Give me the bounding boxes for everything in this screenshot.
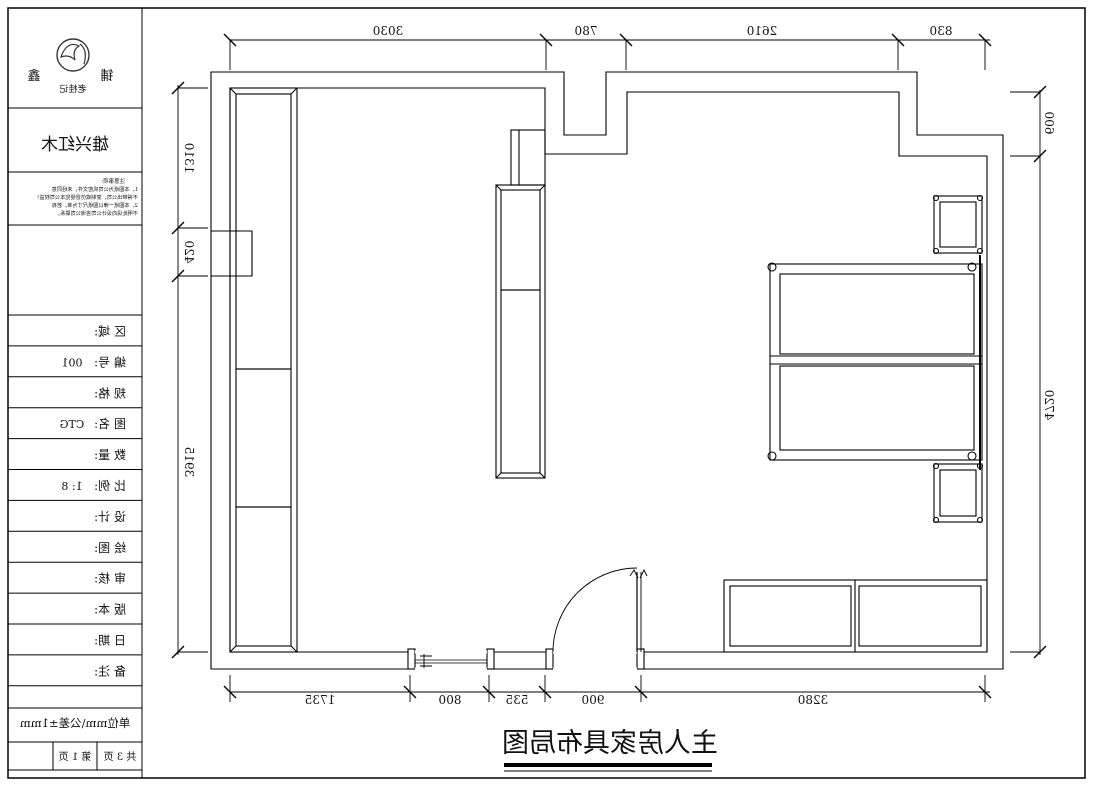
dim-top-label: 830 (930, 24, 953, 38)
notes-line: 不明处请向设计公司咨询公司联系。 (55, 209, 138, 217)
nightstand-bottom (932, 462, 984, 524)
dim-bottom-label: 800 (439, 693, 462, 707)
dim-top-label: 3030 (373, 24, 404, 38)
company-name: 雄兴红木 (41, 135, 109, 155)
dim-top-label: 2610 (747, 24, 778, 38)
field-label: 日 期: (94, 633, 126, 647)
field-label: 绘 图: (94, 540, 126, 555)
inner-wall (229, 87, 988, 653)
dim-right-label: 600 (1042, 112, 1056, 135)
page-current: 第 1 页 (59, 750, 92, 763)
notes-line: 2、本图纸一律以图纸尺寸为准，若有 (52, 201, 138, 209)
field-label: 备 注: (94, 663, 126, 678)
logo-left-char: 鑫 (27, 68, 40, 84)
field-label: 区 域: (94, 324, 126, 338)
unit-note: 单位mm\公差±1mm (20, 716, 131, 730)
field-label: 比 例: (94, 479, 126, 493)
dim-top-label: 780 (575, 24, 598, 38)
left-wall-opening (211, 230, 253, 277)
title-block: 老桂记 鑫 铺 雄兴红木 注意事项: 1、本图纸为公司机密文件，未经同意 不得带… (8, 38, 142, 771)
field-label: 图 名: (94, 416, 126, 431)
low-cabinet (723, 579, 988, 653)
dim-bottom-label: 535 (506, 693, 529, 707)
dim-left-label: 3915 (182, 447, 196, 478)
dim-left-label: 420 (182, 241, 196, 264)
notes-line: 不得带出公司，复制或仿冒侵犯本公司权益！ (34, 193, 138, 201)
field-label: 数 量: (94, 447, 126, 462)
nightstand-top (932, 194, 984, 255)
field-label: 规 格: (94, 385, 126, 400)
dim-bottom-label: 900 (582, 693, 605, 707)
notes-line: 1、本图纸为公司机密文件，未经同意 (52, 185, 138, 193)
dim-right-label: 4720 (1042, 390, 1056, 421)
company-logo: 老桂记 鑫 铺 (27, 38, 114, 95)
field-value: 1: 8 (61, 480, 82, 493)
field-label: 审 核: (94, 571, 126, 586)
field-value: CTG (60, 418, 85, 431)
field-value: 001 (62, 356, 83, 369)
door-swing (552, 567, 648, 653)
floor-plan (210, 71, 1004, 671)
field-label: 版 本: (94, 603, 126, 617)
sheet-frame (7, 7, 1086, 779)
dimensions (171, 33, 1047, 702)
left-wardrobe (229, 87, 298, 653)
field-rows: 区 域: 编 号: 001 规 格: 图 名: CTG 数 量: 比 例: 1: 8 设 计: 绘 … (8, 324, 142, 687)
page-total: 共 3 页 (104, 751, 137, 763)
dim-left-label: 1310 (182, 143, 196, 174)
dim-bottom-label: 1735 (305, 693, 336, 707)
outer-wall (210, 71, 1004, 670)
dim-bottom-label: 3280 (798, 693, 829, 707)
drawing-title: 主人房家具布局图 (502, 728, 718, 759)
notes-title: 注意事项: (101, 177, 125, 185)
logo-right-char: 铺 (100, 69, 113, 84)
field-label: 编 号: (94, 354, 126, 369)
title-underline (504, 763, 712, 767)
doorways (407, 648, 645, 671)
dimension-labels: 3030 780 2610 830 1735 800 535 900 3280 … (182, 24, 1056, 707)
center-cabinet (495, 184, 546, 479)
wall-column (510, 129, 546, 186)
field-label: 设 计: (94, 510, 126, 524)
logo-text: 老桂记 (59, 83, 86, 95)
bed (767, 255, 983, 470)
